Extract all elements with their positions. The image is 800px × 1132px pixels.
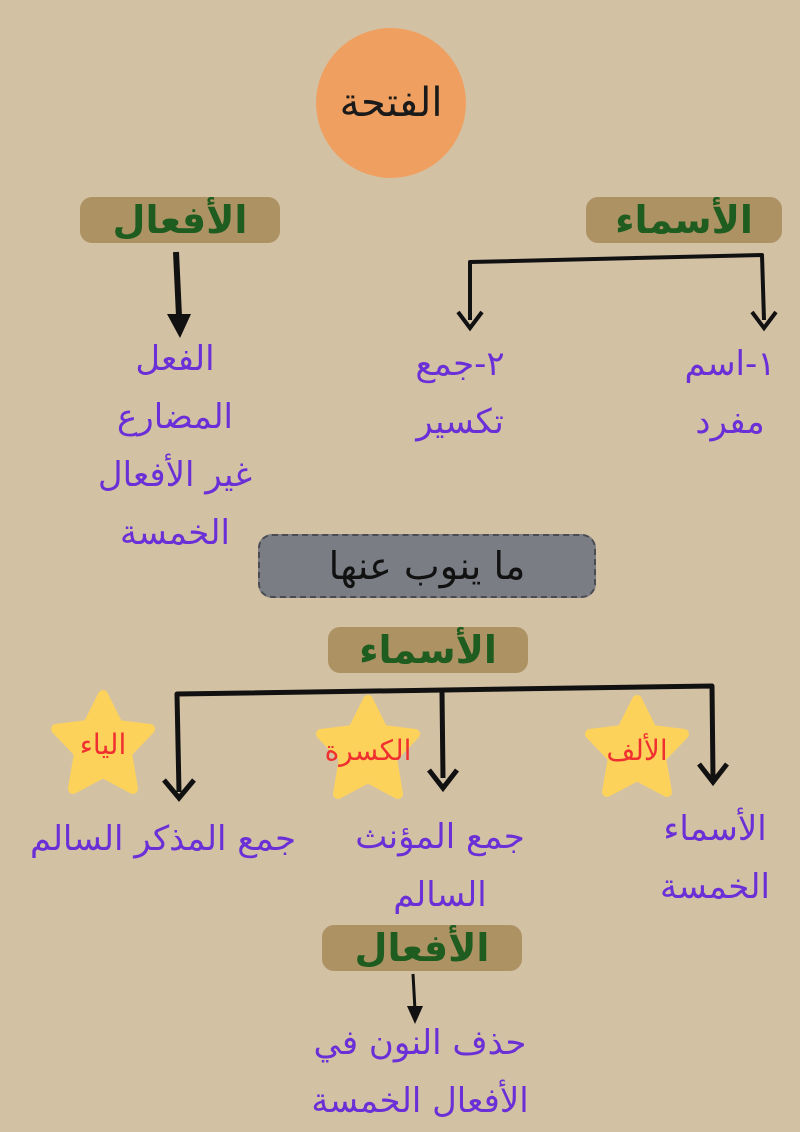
star-alef: الألف [577, 734, 697, 767]
item-feminine-plural: جمع المؤنث السالم [325, 808, 555, 924]
star-shape-yaa [51, 690, 155, 794]
arrowhead-b2 [427, 768, 459, 793]
arrowhead-b1 [162, 778, 196, 802]
noun-item-singular: ١-اسم مفرد [660, 335, 800, 451]
arrowhead-b3 [697, 762, 729, 787]
title-text: الفتحة [339, 80, 443, 126]
verb-item-line: غير الأفعال [97, 455, 253, 495]
top-verbs-arrow [173, 251, 182, 317]
item-five-nouns: الأسماء الخمسة [640, 800, 790, 916]
substitute-box: ما ينوب عنها [258, 534, 596, 598]
top-nouns-label: الأسماء [615, 198, 753, 242]
star-kasra: الكسرة [308, 734, 428, 767]
noun-item-line: ١-اسم [684, 344, 776, 384]
arrowhead-right [750, 310, 778, 332]
verb-item-line: الخمسة [120, 513, 230, 553]
top-nouns-connector [468, 253, 766, 321]
noun-item-line: مفرد [695, 402, 765, 442]
item-line: جمع المؤنث [355, 817, 525, 857]
bottom-nouns-pill: الأسماء [328, 627, 528, 673]
top-verbs-arrowhead [167, 314, 191, 338]
bottom-middle-connector [439, 691, 446, 779]
item-masculine-plural: جمع المذكر السالم [8, 810, 318, 868]
verb-item-line: المضارع [116, 397, 233, 437]
star-yaa: الياء [43, 728, 163, 761]
star-label-kasra: الكسرة [324, 734, 412, 767]
bottom-nouns-label: الأسماء [359, 628, 497, 672]
top-verbs-pill: الأفعال [80, 197, 280, 243]
verb-item-present: الفعل المضارع غير الأفعال الخمسة [70, 330, 280, 562]
noun-item-line: ٢-جمع [415, 344, 505, 384]
substitute-label: ما ينوب عنها [328, 544, 526, 588]
bottom-verbs-pill: الأفعال [322, 925, 522, 971]
title-circle: الفتحة [316, 28, 466, 178]
star-shape-kasra [316, 695, 420, 799]
noun-item-broken-plural: ٢-جمع تكسير [390, 335, 530, 451]
bottom-verbs-label: الأفعال [354, 926, 490, 970]
item-line: حذف النون في [313, 1023, 527, 1063]
arrowhead-left [456, 310, 484, 332]
bottom-verbs-arrow [411, 973, 417, 1011]
item-line: الأفعال الخمسة [311, 1081, 529, 1121]
bottom-nouns-connector [174, 683, 716, 793]
top-nouns-pill: الأسماء [586, 197, 782, 243]
item-line: السالم [393, 875, 487, 915]
item-line: الأسماء [663, 809, 767, 849]
star-shape-alef [585, 695, 689, 797]
item-line: الخمسة [660, 867, 770, 907]
noun-item-line: تكسير [416, 402, 504, 442]
item-line: جمع المذكر السالم [29, 819, 297, 859]
star-label-alef: الألف [606, 734, 668, 767]
top-verbs-label: الأفعال [112, 198, 248, 242]
bottom-verbs-arrowhead [407, 1006, 423, 1024]
star-label-yaa: الياء [79, 728, 127, 761]
verb-item-line: الفعل [135, 339, 215, 379]
item-five-verbs: حذف النون في الأفعال الخمسة [270, 1014, 570, 1130]
